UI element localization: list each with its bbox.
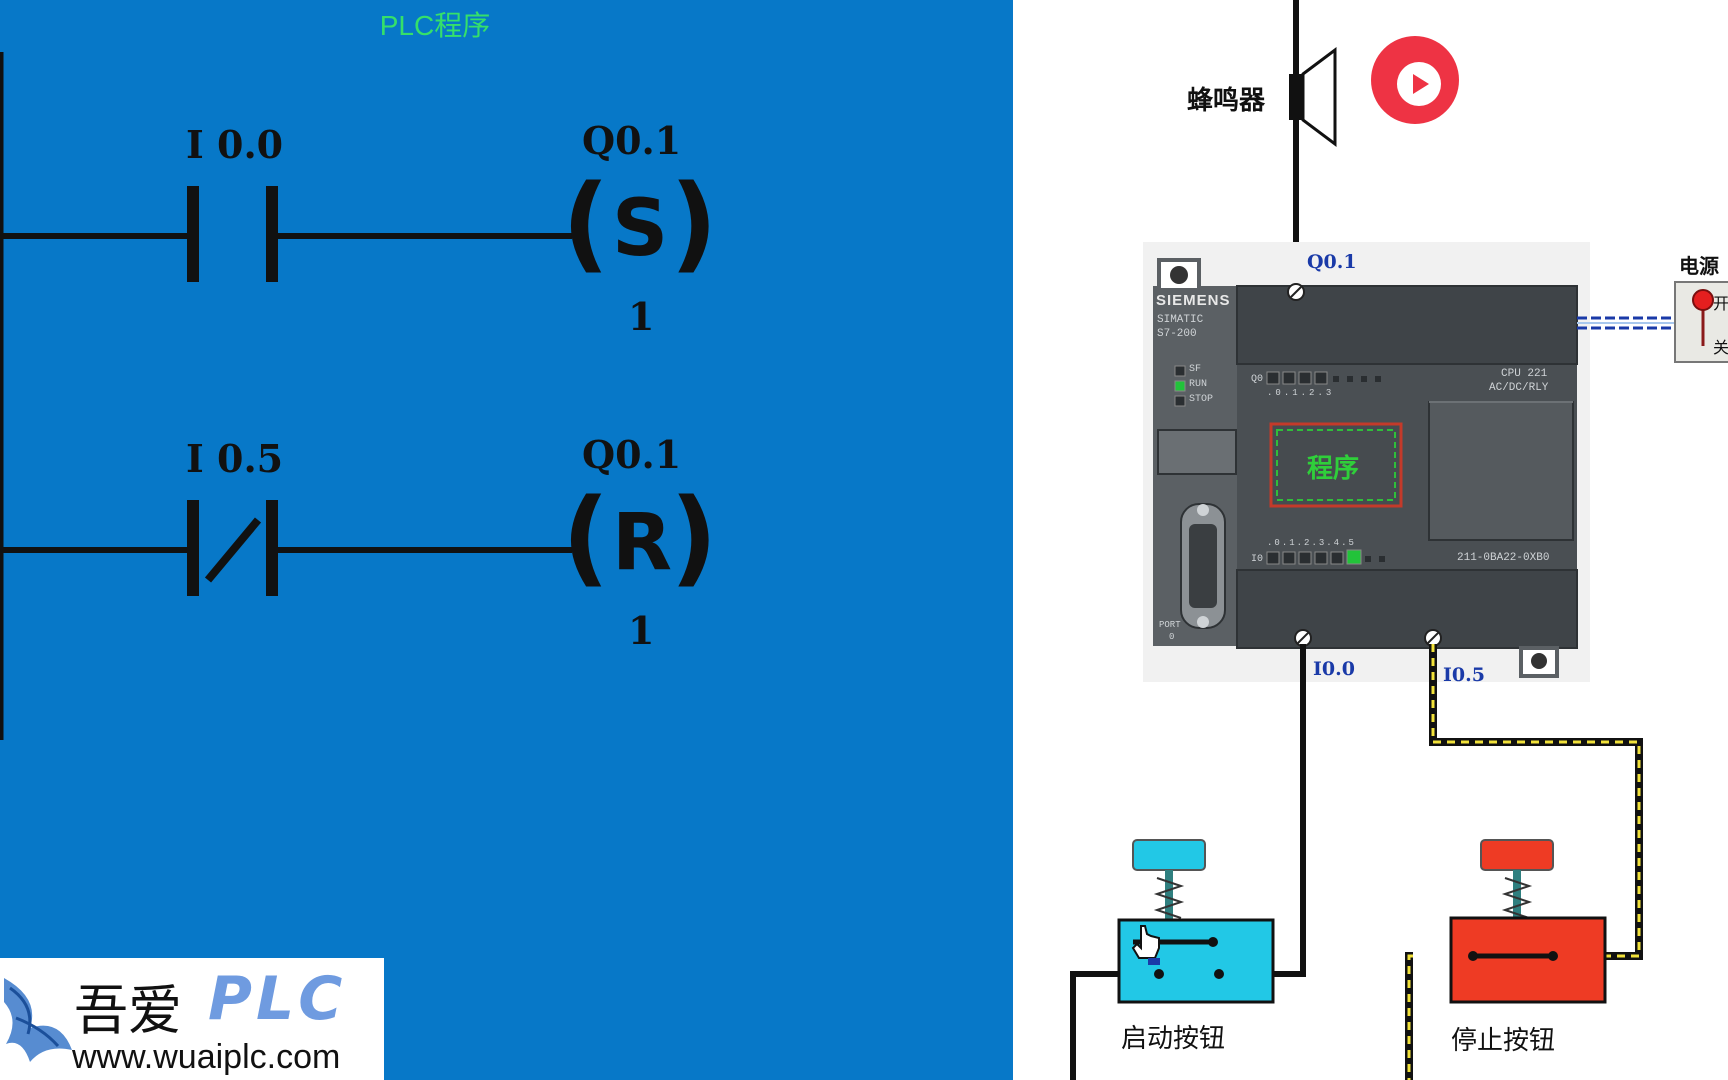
rung1-set-coil: S bbox=[612, 184, 669, 274]
led-sf-label: SF bbox=[1189, 364, 1202, 375]
input-leds bbox=[1266, 549, 1385, 565]
rung2-coil-paren-right: ) bbox=[670, 476, 718, 598]
rung2-reset-coil: R bbox=[612, 498, 673, 588]
program-label[interactable]: 程序 bbox=[1307, 454, 1360, 484]
led-sf-icon bbox=[1174, 365, 1186, 377]
cpu-model: CPU 221 bbox=[1501, 368, 1548, 380]
plc-part-number: 211-0BA22-0XB0 bbox=[1457, 552, 1550, 564]
hand-cursor-icon bbox=[1131, 925, 1160, 965]
led-stop-label: STOP bbox=[1189, 394, 1214, 405]
nc-contact-slash bbox=[204, 517, 262, 583]
rung2-contact-label: I 0.5 bbox=[186, 436, 284, 481]
ladder-title: PLC程序 bbox=[379, 10, 491, 41]
led-run-icon bbox=[1174, 380, 1186, 392]
power-switch-knob-icon bbox=[1692, 289, 1714, 311]
input-index-labels: .0.1.2.3.4.5 bbox=[1267, 538, 1356, 548]
rung1-coil-label: Q0.1 bbox=[582, 118, 682, 163]
terminal-label-q01: Q0.1 bbox=[1307, 251, 1357, 273]
cpu-power-type: AC/DC/RLY bbox=[1489, 382, 1549, 394]
stop-button-label[interactable]: 停止按钮 bbox=[1451, 1026, 1556, 1056]
watermark-url: www.wuaiplc.com bbox=[72, 1038, 341, 1076]
plc-series-1: SIMATIC bbox=[1157, 314, 1204, 326]
terminal-screw-i00 bbox=[1294, 629, 1312, 647]
rung2-coil-label: Q0.1 bbox=[582, 432, 682, 477]
plc-brand: SIEMENS bbox=[1156, 292, 1231, 309]
rung-2 bbox=[0, 500, 572, 596]
watermark-logo: 吾爱 PLC www.wuaiplc.com bbox=[0, 958, 384, 1080]
power-on-label[interactable]: 开 bbox=[1713, 294, 1728, 313]
rung1-contact-label: I 0.0 bbox=[186, 122, 284, 167]
rung-1 bbox=[0, 186, 572, 282]
phoenix-icon bbox=[4, 978, 72, 1062]
ladder-panel: PLC程序 I 0.0 Q0.1 ( S ) 1 I 0.5 Q0.1 ( R … bbox=[0, 0, 1013, 1080]
output-leds bbox=[1266, 371, 1381, 385]
rung1-coil-paren-right: ) bbox=[670, 162, 718, 284]
port-label-1: PORT bbox=[1159, 620, 1181, 630]
rung1-coil-count: 1 bbox=[628, 294, 655, 339]
rung2-coil-count: 1 bbox=[628, 608, 655, 653]
terminal-label-i00: I0.0 bbox=[1313, 658, 1355, 680]
plc-series-2: S7-200 bbox=[1157, 328, 1197, 340]
buzzer-label: 蜂鸣器 bbox=[1187, 86, 1266, 116]
power-label: 电源 bbox=[1679, 254, 1719, 278]
rung2-coil-paren-left: ( bbox=[562, 476, 610, 598]
led-stop-icon bbox=[1174, 395, 1186, 407]
simulation-panel: 蜂鸣器 Q0.1 I0.0 I0.5 SIEMENS SIMATIC S7-20… bbox=[1013, 0, 1728, 1080]
input-bank-label: I0 bbox=[1251, 554, 1264, 565]
start-button-label[interactable]: 启动按钮 bbox=[1121, 1024, 1226, 1054]
terminal-screw-i05 bbox=[1424, 629, 1442, 647]
output-bank-label: Q0 bbox=[1251, 374, 1264, 385]
port-label-2: 0 bbox=[1169, 632, 1175, 642]
start-button-graphic bbox=[1117, 839, 1275, 1004]
output-index-labels: .0.1.2.3 bbox=[1267, 388, 1335, 398]
terminal-screw-q01 bbox=[1287, 283, 1305, 301]
program-box bbox=[1269, 422, 1403, 508]
terminal-label-i05: I0.5 bbox=[1443, 664, 1485, 686]
rung1-coil-paren-left: ( bbox=[562, 162, 610, 284]
serial-port-icon bbox=[1180, 503, 1226, 629]
play-logo-icon bbox=[1371, 36, 1459, 124]
led-run-label: RUN bbox=[1189, 379, 1208, 390]
wire-i05 bbox=[1429, 644, 1643, 960]
wiring-diagram bbox=[1070, 0, 1728, 1080]
ladder-diagram bbox=[0, 52, 572, 740]
stop-button-graphic bbox=[1449, 839, 1607, 1004]
power-off-label[interactable]: 关 bbox=[1713, 338, 1728, 357]
watermark-brand-cn: 吾爱 bbox=[74, 979, 182, 1042]
buzzer-icon bbox=[1289, 47, 1337, 147]
watermark-brand-plc: PLC bbox=[208, 964, 347, 1034]
